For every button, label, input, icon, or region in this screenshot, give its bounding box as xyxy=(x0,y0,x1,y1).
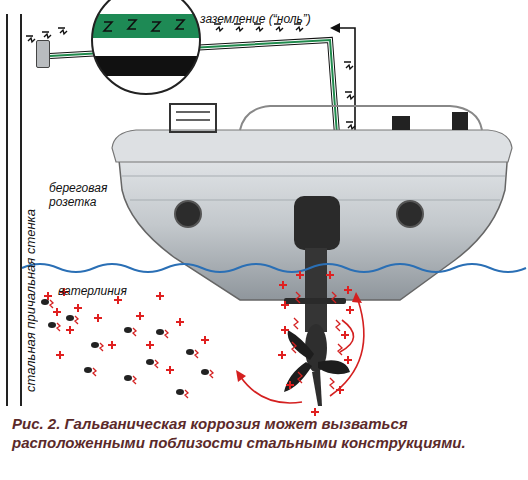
ion xyxy=(146,359,154,365)
waterline-label: ватерлиния xyxy=(58,284,127,298)
motor-shaft xyxy=(305,248,327,332)
lens-background xyxy=(88,0,208,100)
drain-port xyxy=(397,201,423,227)
socket-label: береговая розетка xyxy=(49,181,117,209)
positive-charges xyxy=(44,271,354,416)
ion xyxy=(176,389,184,395)
motor-cowl xyxy=(294,196,340,250)
minus-charges xyxy=(26,24,355,129)
wall-label: стальная причальная стенка xyxy=(24,209,38,392)
flow-arrow-head xyxy=(352,292,362,303)
waterline xyxy=(22,264,526,272)
figure-caption: Рис. 2. Гальваническая коррозия может вы… xyxy=(12,414,507,452)
ladder-steps xyxy=(176,112,210,120)
skeg xyxy=(312,370,322,406)
current-flow xyxy=(236,292,364,403)
ground-label: заземление (“ноль”) xyxy=(200,12,311,26)
ion xyxy=(91,342,99,348)
ion xyxy=(156,329,164,335)
cavitation-plate xyxy=(284,298,346,304)
spark-marks xyxy=(50,292,342,398)
arrow-head xyxy=(330,23,340,33)
boarding-ladder xyxy=(170,104,216,132)
cable-white-band xyxy=(88,38,208,56)
flow-arrow xyxy=(240,376,302,403)
outboard-motor xyxy=(284,196,350,406)
ion xyxy=(66,315,74,321)
ion xyxy=(124,375,132,381)
ion xyxy=(124,327,132,333)
ion xyxy=(201,369,209,375)
deck-fitting xyxy=(392,116,410,130)
deck-fitting xyxy=(452,112,468,130)
drain-port xyxy=(175,201,201,227)
deck-rail xyxy=(240,106,482,130)
shore-socket: береговая розетка xyxy=(36,40,50,68)
magnifier xyxy=(88,0,208,100)
quay-wall-band: стальная причальная стенка xyxy=(6,14,22,406)
metal-ions xyxy=(41,299,209,395)
flow-arrow xyxy=(330,300,364,396)
propeller xyxy=(284,330,350,392)
ion xyxy=(84,367,92,373)
ion xyxy=(186,349,194,355)
flow-arrow-head xyxy=(236,370,246,382)
lens-charges xyxy=(104,20,184,31)
flow-arrow xyxy=(340,320,354,352)
ion xyxy=(48,322,56,328)
gunwale xyxy=(112,130,512,162)
lens-rim xyxy=(92,0,200,94)
cable-green-band xyxy=(88,14,208,38)
